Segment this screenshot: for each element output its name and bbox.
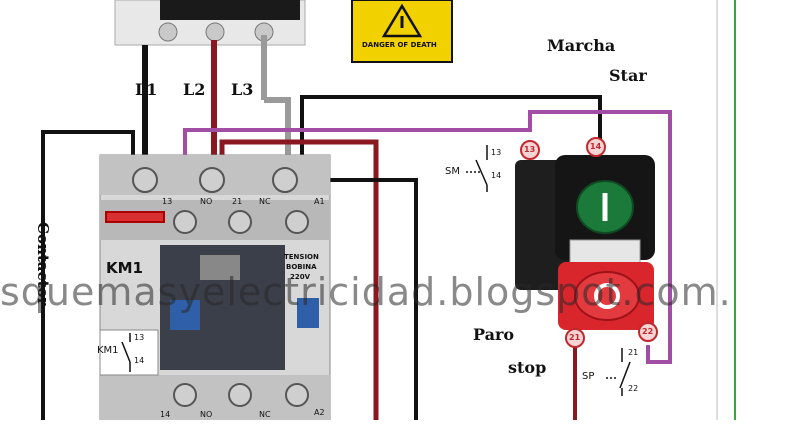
marker-21 (565, 328, 585, 348)
terminal-no: NO (200, 197, 213, 206)
aux-13: 13 (134, 333, 145, 342)
watermark-text: squemasyelectricidad.blogspot.com. (0, 270, 732, 314)
terminal-nc-bottom: NC (259, 410, 271, 419)
terminal-a2: A2 (314, 408, 325, 417)
circuit-breaker (114, 0, 306, 46)
danger-sign (351, 0, 453, 63)
marker-13 (520, 140, 540, 160)
stop-symbol-icon (594, 283, 620, 309)
wire-purple-13 (183, 110, 672, 364)
coil-text-1: TENSION (284, 253, 319, 261)
label-stop: stop (508, 358, 547, 377)
label-marcha: Marcha (547, 36, 616, 55)
stop-button[interactable] (574, 271, 640, 321)
marker-14 (586, 137, 606, 157)
label-sm: SM (445, 166, 460, 177)
aux-14: 14 (134, 356, 145, 365)
terminal-21: 21 (232, 197, 243, 206)
sp-symbol (606, 348, 631, 396)
contactor-terminals-top (132, 167, 309, 407)
start-button[interactable] (576, 180, 634, 234)
wire-black-a1 (310, 178, 418, 420)
contactor-body (99, 154, 331, 421)
sp-22: 22 (628, 384, 639, 393)
marker-text-13: 13 (524, 145, 536, 154)
coil-text-2: BOBINA (286, 263, 317, 271)
label-sp: SP (582, 371, 595, 382)
wire-black-left (41, 130, 135, 420)
sm-13: 13 (491, 148, 502, 157)
terminal-13: 13 (162, 197, 173, 206)
label-l2: L2 (183, 80, 206, 99)
coil-text-3: 220V (290, 273, 311, 281)
terminal-no-bottom: NO (200, 410, 213, 419)
wire-red-no (219, 139, 379, 420)
marker-text-22: 22 (642, 327, 654, 336)
sm-14: 14 (491, 171, 502, 180)
label-km1-aux: KM1 (97, 345, 119, 356)
sm-symbol (466, 145, 488, 192)
danger-text: DANGER OF DEATH (362, 41, 437, 49)
marker-text-21: 21 (569, 333, 581, 342)
terminal-14: 14 (160, 410, 171, 419)
label-l3: L3 (231, 80, 254, 99)
marker-text-14: 14 (590, 142, 602, 151)
label-star: Star (609, 66, 647, 85)
label-paro: Paro (473, 325, 515, 344)
terminal-a1: A1 (314, 197, 325, 206)
km1-aux-symbol (121, 333, 131, 372)
label-l1: L1 (135, 80, 158, 99)
terminal-nc: NC (259, 197, 271, 206)
wire-a1-to-14 (300, 95, 602, 170)
marker-22 (638, 322, 658, 342)
sp-21: 21 (628, 348, 639, 357)
label-km1: KM1 (106, 259, 143, 277)
